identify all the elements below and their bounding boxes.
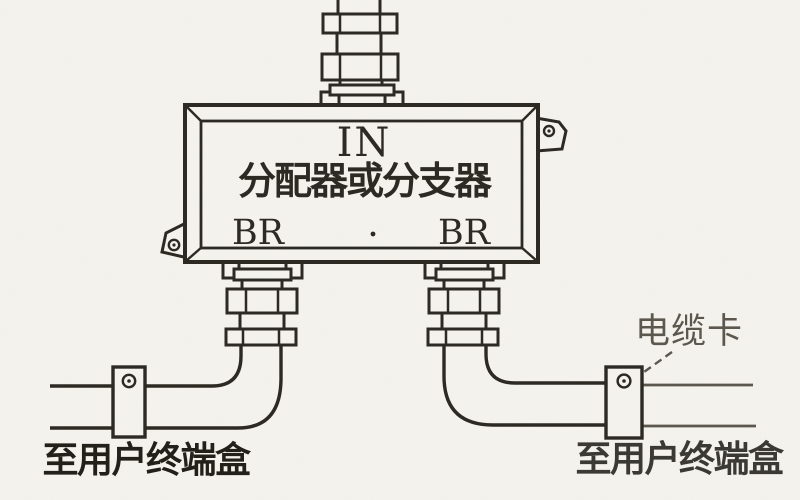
catv-splitter-diagram: IN 分配器或分支器 BR BR 电缆卡 至用户终端盒 至用户终端盒: [0, 0, 800, 500]
diagram-canvas: IN 分配器或分支器 BR BR 电缆卡 至用户终端盒 至用户终端盒: [0, 0, 800, 500]
scan-grain-overlay: [0, 0, 800, 500]
